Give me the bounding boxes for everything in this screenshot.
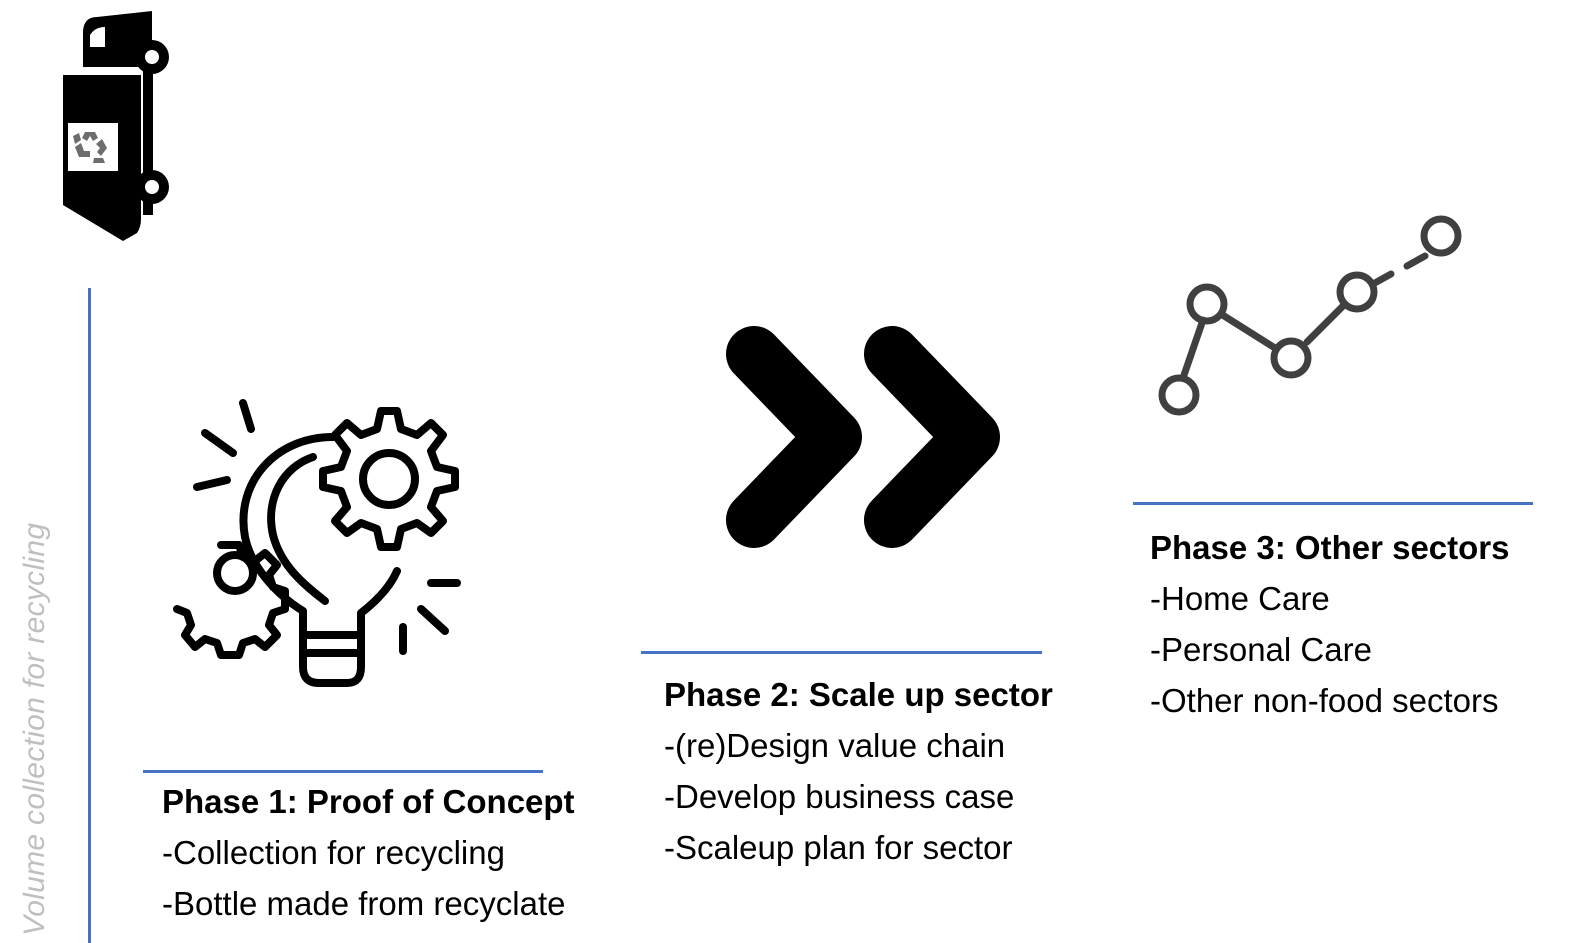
phase-3-item: -Home Care — [1150, 580, 1330, 617]
phase-2-bar — [641, 651, 1042, 654]
phase-2-item: -(re)Design value chain — [664, 727, 1006, 764]
phase-1-bar — [143, 770, 543, 773]
phase-2-block: Phase 2: Scale up sector -(re)Design val… — [664, 669, 1053, 873]
phase-1-item: -Bottle made from recyclate — [162, 885, 566, 922]
trend-line-icon — [1155, 210, 1465, 420]
phase-2-item: -Scaleup plan for sector — [664, 829, 1013, 866]
phase-3-block: Phase 3: Other sectors -Home Care -Perso… — [1150, 522, 1510, 726]
phase-1-title: Phase 1: Proof of Concept — [162, 783, 575, 820]
phase-3-item: -Personal Care — [1150, 631, 1372, 668]
axis-label: Volume collection for recycling — [18, 522, 51, 936]
phase-2-title: Phase 2: Scale up sector — [664, 676, 1053, 713]
phase-3-item: -Other non-food sectors — [1150, 682, 1499, 719]
recycling-truck-icon — [55, 5, 180, 245]
phase-3-title: Phase 3: Other sectors — [1150, 529, 1510, 566]
phase-1-item: -Collection for recycling — [162, 834, 505, 871]
phase-3-bar — [1133, 502, 1533, 505]
phase-1-block: Phase 1: Proof of Concept -Collection fo… — [162, 776, 575, 929]
lightbulb-gears-icon — [173, 395, 485, 695]
double-chevron-right-icon — [720, 320, 1010, 560]
phase-2-item: -Develop business case — [664, 778, 1015, 815]
y-axis-line — [88, 288, 91, 943]
